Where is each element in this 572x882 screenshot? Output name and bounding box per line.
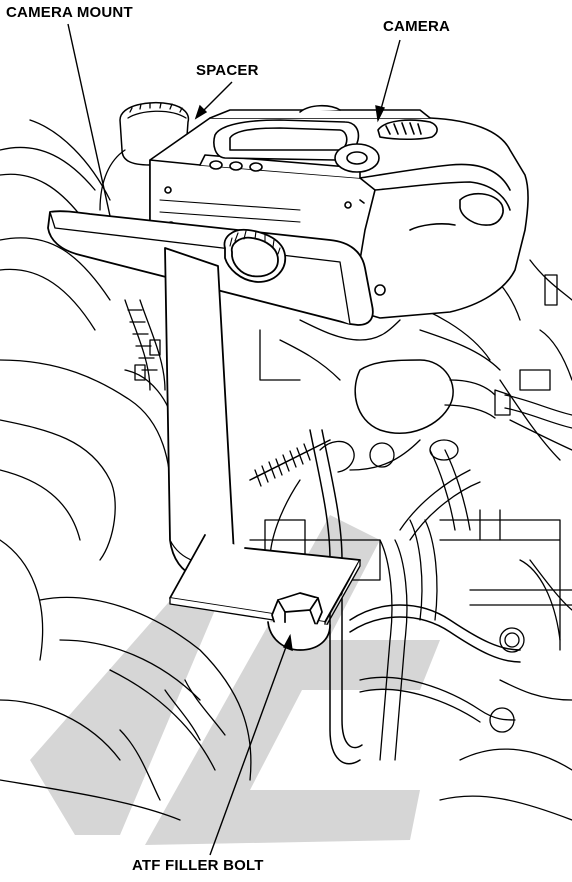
camera-label: CAMERA [383,18,451,35]
camera-mount-label: CAMERA MOUNT [6,4,133,21]
camera-mount [47,210,374,629]
callout-leaders [67,23,401,856]
atf-filler-bolt-label: ATF FILLER BOLT [132,857,264,874]
atf-filler-bolt-shape [267,592,331,651]
spacer-label: SPACER [196,62,259,79]
